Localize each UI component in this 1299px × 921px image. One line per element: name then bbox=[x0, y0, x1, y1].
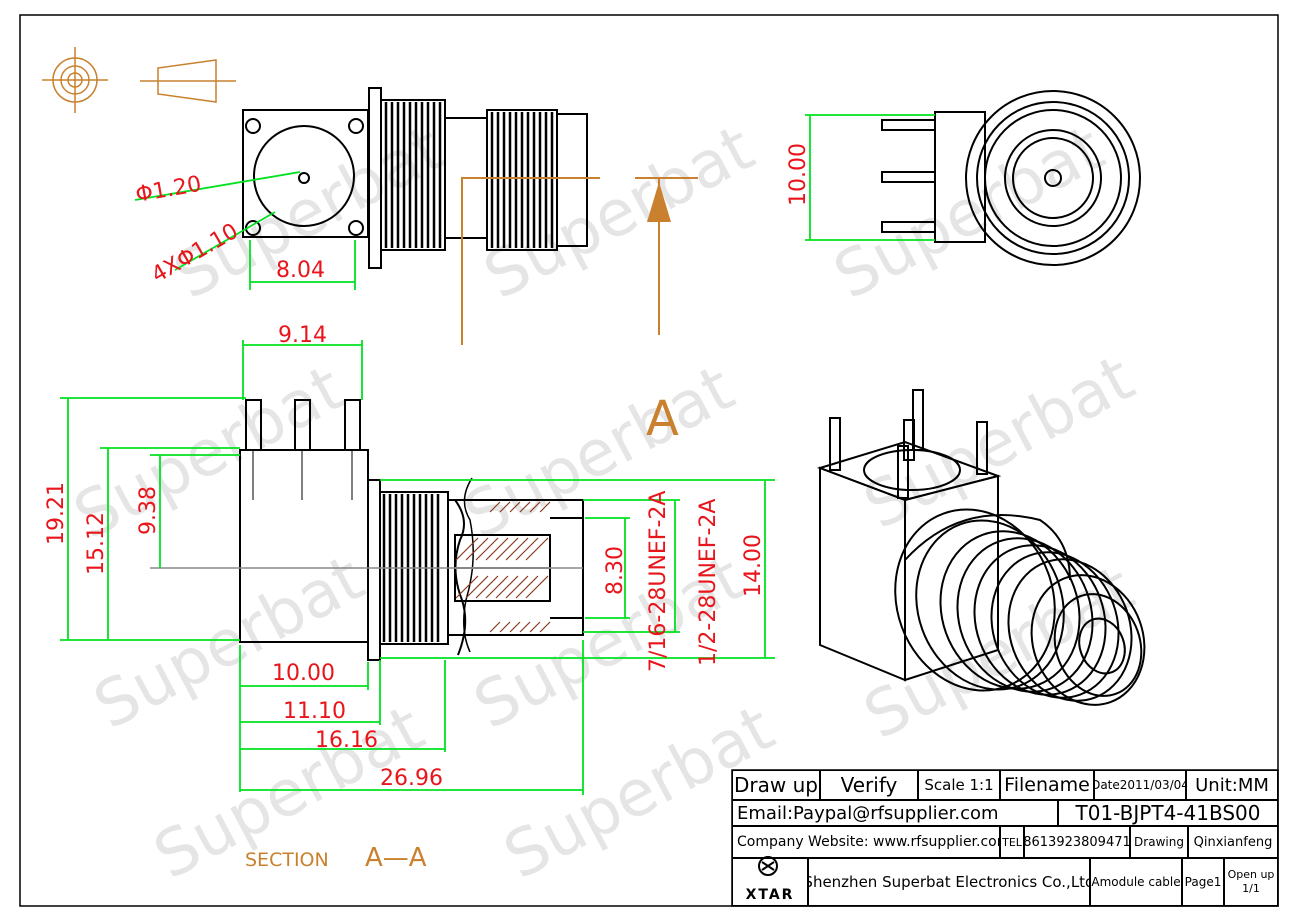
email-cell: Email:Paypal@rfsupplier.com bbox=[732, 800, 1058, 826]
front-view-dims bbox=[134, 171, 356, 290]
watermark: Superbat bbox=[853, 341, 1146, 544]
drawer-name: Qinxianfeng bbox=[1188, 826, 1278, 858]
section-arrow bbox=[647, 182, 671, 222]
draw-up-cell: Draw up bbox=[732, 770, 820, 800]
side-view bbox=[881, 90, 1141, 266]
logo-text: XTAR bbox=[745, 887, 795, 903]
dim-1616: 16.16 bbox=[315, 728, 378, 753]
part-number: T01-BJPT4-41BS00 bbox=[1058, 800, 1278, 826]
open-up-label: Open up bbox=[1227, 868, 1275, 881]
side-view-dims bbox=[805, 114, 935, 241]
dim-thread-12: 1/2-28UNEF-2A bbox=[696, 499, 721, 666]
website-cell: Company Website: www.rfsupplier.com bbox=[732, 826, 1000, 858]
dim-height-10: 10.00 bbox=[786, 143, 811, 206]
tel-number: 8613923809471 bbox=[1024, 826, 1130, 858]
section-hatching bbox=[455, 501, 551, 633]
filename-label: Filename bbox=[1000, 770, 1094, 800]
dim-2696: 26.96 bbox=[380, 766, 443, 791]
dim-pin-diameter: Φ1.20 bbox=[134, 172, 204, 208]
watermark: Superbat bbox=[163, 111, 456, 314]
section-dims bbox=[60, 340, 775, 795]
dim-1110: 11.10 bbox=[283, 699, 346, 724]
page-count: 1/1 bbox=[1242, 882, 1260, 895]
section-marker: A bbox=[646, 391, 679, 447]
section-name: A—A bbox=[365, 843, 427, 873]
section-label: SECTION bbox=[245, 849, 329, 871]
dim-830: 8.30 bbox=[603, 546, 628, 595]
isometric-view bbox=[816, 389, 1146, 706]
verify-cell: Verify bbox=[820, 770, 918, 800]
tel-label: TEL bbox=[1000, 826, 1024, 858]
drawing-label: Drawing bbox=[1130, 826, 1188, 858]
front-view bbox=[242, 87, 588, 269]
date-cell: Date2011/03/04 bbox=[1094, 770, 1186, 800]
dim-914: 9.14 bbox=[278, 323, 327, 348]
company-name: Shenzhen Superbat Electronics Co.,Ltd bbox=[808, 858, 1090, 906]
dim-1921: 19.21 bbox=[44, 482, 69, 545]
projection-symbol bbox=[42, 47, 236, 113]
dim-thread-716: 7/16-28UNEF-2A bbox=[646, 491, 671, 672]
dim-1400: 14.00 bbox=[741, 534, 766, 597]
module-cell: Amodule cable bbox=[1090, 858, 1182, 906]
drawing-frame bbox=[19, 14, 1279, 907]
open-up-cell: Open up 1/1 bbox=[1224, 858, 1278, 906]
section-view bbox=[239, 399, 584, 661]
unit-cell: Unit:MM bbox=[1186, 770, 1278, 800]
dim-1000: 10.00 bbox=[272, 661, 335, 686]
logo-cell: XTAR bbox=[732, 858, 808, 906]
dim-938: 9.38 bbox=[136, 486, 161, 535]
dim-pitch: 8.04 bbox=[276, 258, 325, 283]
dim-1512: 15.12 bbox=[84, 512, 109, 575]
page-cell: Page1 bbox=[1182, 858, 1224, 906]
scale-cell: Scale 1:1 bbox=[918, 770, 1000, 800]
